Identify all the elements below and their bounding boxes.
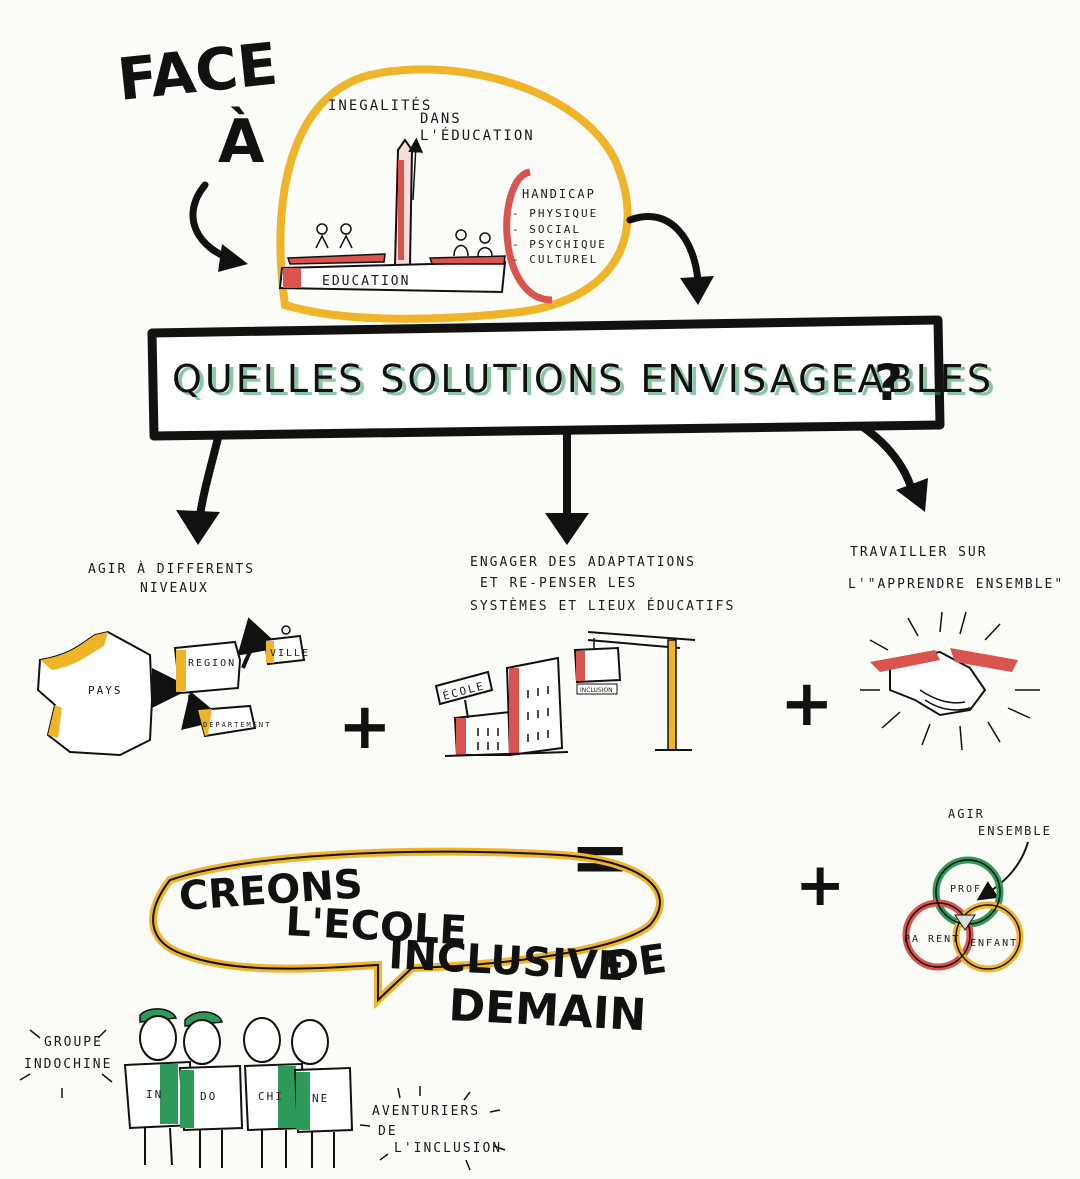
school-buildings-icon: [434, 656, 569, 757]
arrow-head-icon: [176, 510, 220, 545]
shirt-label: DO: [200, 1090, 217, 1103]
arrow-head-icon: [218, 244, 248, 272]
down-arrow-icon: [196, 437, 222, 516]
handicap-title: HANDICAP: [522, 187, 596, 201]
team-member: [178, 1011, 244, 1168]
plus-sign: +: [795, 850, 845, 920]
crane-icon: [573, 631, 696, 751]
middle-caption-2: ET RE-PENSER LES: [480, 576, 637, 591]
team-tag-2: DE: [378, 1124, 398, 1139]
left-caption-2: NIVEAUX: [140, 581, 209, 596]
map-highlight: [40, 632, 108, 670]
plus-sign: +: [338, 690, 392, 764]
shirt-label: NE: [312, 1092, 329, 1105]
venn-enfant-label: ENFANT: [970, 938, 1018, 949]
arrow-head-icon: [896, 478, 928, 512]
conclusion-line2: L'ECOLE: [284, 899, 467, 954]
map-highlight: [266, 641, 274, 663]
handshake-icon: [870, 648, 1018, 717]
burst-lines: [359, 1086, 506, 1171]
small-arrow-icon: [151, 667, 192, 708]
map-highlight: [48, 705, 62, 738]
up-arrow-icon: [408, 137, 424, 201]
person-icon: [339, 223, 353, 249]
person-icon: [477, 232, 493, 257]
map-highlight: [198, 709, 212, 736]
shirt-label: IN: [146, 1088, 163, 1101]
scale-base-icon: [278, 260, 507, 294]
head-icon: [291, 1019, 329, 1065]
pointer-arrow-icon: [976, 841, 1029, 901]
inclusion-label: INCLUSION: [580, 687, 613, 694]
head-icon: [243, 1017, 281, 1063]
curved-arrow-icon: [189, 181, 244, 266]
question-text: QUELLES SOLUTIONS ENVISAGEABLES: [172, 357, 994, 401]
arrow-head-icon: [545, 513, 589, 545]
pillar-stripe: [398, 160, 404, 260]
scale-base-stripe: [283, 268, 301, 288]
face-text: FACE: [114, 30, 280, 114]
left-caption-1: AGIR À DIFFERENTS: [88, 561, 255, 577]
team-tag-3: L'INCLUSION: [394, 1141, 502, 1156]
question-shadow: QUELLES SOLUTIONS ENVISAGEABLES: [176, 360, 998, 404]
handicap-item: - SOCIAL: [512, 223, 581, 236]
handicap-item: - PHYSIQUE: [512, 207, 598, 220]
venn-prof-label: PROF.: [950, 884, 990, 895]
group-label-2: INDOCHINE: [24, 1057, 112, 1072]
question-mark: ?: [874, 354, 903, 412]
middle-caption-3: SYSTÈMES ET LIEUX ÉDUCATIFS: [470, 598, 735, 614]
venn-caption-1: AGIR: [948, 807, 985, 821]
team-tag-1: AVENTURIERS: [372, 1104, 480, 1119]
group-label-1: GROUPE: [44, 1035, 103, 1050]
head-icon: [139, 1015, 177, 1061]
handicap-item: - PSYCHIQUE: [512, 238, 607, 251]
person-icon: [453, 229, 469, 257]
venn-caption-2: ENSEMBLE: [978, 824, 1052, 838]
right-caption-2: L'"APPRENDRE ENSEMBLE": [848, 577, 1064, 592]
inequality-title-3: L'ÉDUCATION: [420, 127, 535, 144]
curved-arrow-icon: [626, 212, 702, 286]
arrow-head-icon: [680, 276, 714, 305]
venn-center: [954, 914, 976, 931]
handicap-item: - CULTUREL: [512, 253, 598, 266]
team-member: [123, 1008, 194, 1166]
handicap-bracket: [503, 168, 553, 304]
conclusion-line4: DE: [603, 936, 669, 990]
middle-caption-1: ENGAGER DES ADAPTATIONS: [470, 555, 696, 570]
right-caption-1: TRAVAILLER SUR: [850, 545, 988, 560]
person-icon: [315, 223, 329, 249]
pin-icon: [281, 625, 291, 635]
a-text: À: [218, 106, 265, 177]
venn-parent-label: PA RENT: [904, 934, 960, 945]
down-arrow-icon: [857, 421, 916, 492]
map-highlight: [176, 650, 186, 692]
shirt-label: CHI: [258, 1090, 284, 1103]
small-arrow-icon: [237, 617, 282, 669]
burst-lines: [860, 611, 1040, 751]
highlight-loop: [276, 65, 632, 323]
team-member: [291, 1019, 354, 1168]
pays-label: PAYS: [88, 684, 123, 697]
departement-label: DÉPARTEMENT: [203, 720, 271, 729]
head-icon: [183, 1019, 221, 1065]
conclusion-line3: INCLUSIVE: [387, 932, 625, 990]
burst-lines: [19, 1029, 113, 1098]
left-plate-icon: [286, 253, 386, 265]
right-plate-icon: [428, 255, 506, 265]
plus-sign: +: [780, 667, 834, 741]
inequality-title-2: DANS: [420, 111, 462, 127]
question-box: [147, 315, 945, 441]
inequality-title-1: INEGALITÉS: [328, 97, 432, 114]
region-label: REGION: [188, 658, 236, 669]
ville-label: VILLE: [270, 648, 310, 659]
scale-label: EDUCATION: [322, 274, 410, 289]
conclusion-line5: DEMAIN: [447, 980, 647, 1041]
speech-bubble-outline: [152, 850, 661, 1003]
